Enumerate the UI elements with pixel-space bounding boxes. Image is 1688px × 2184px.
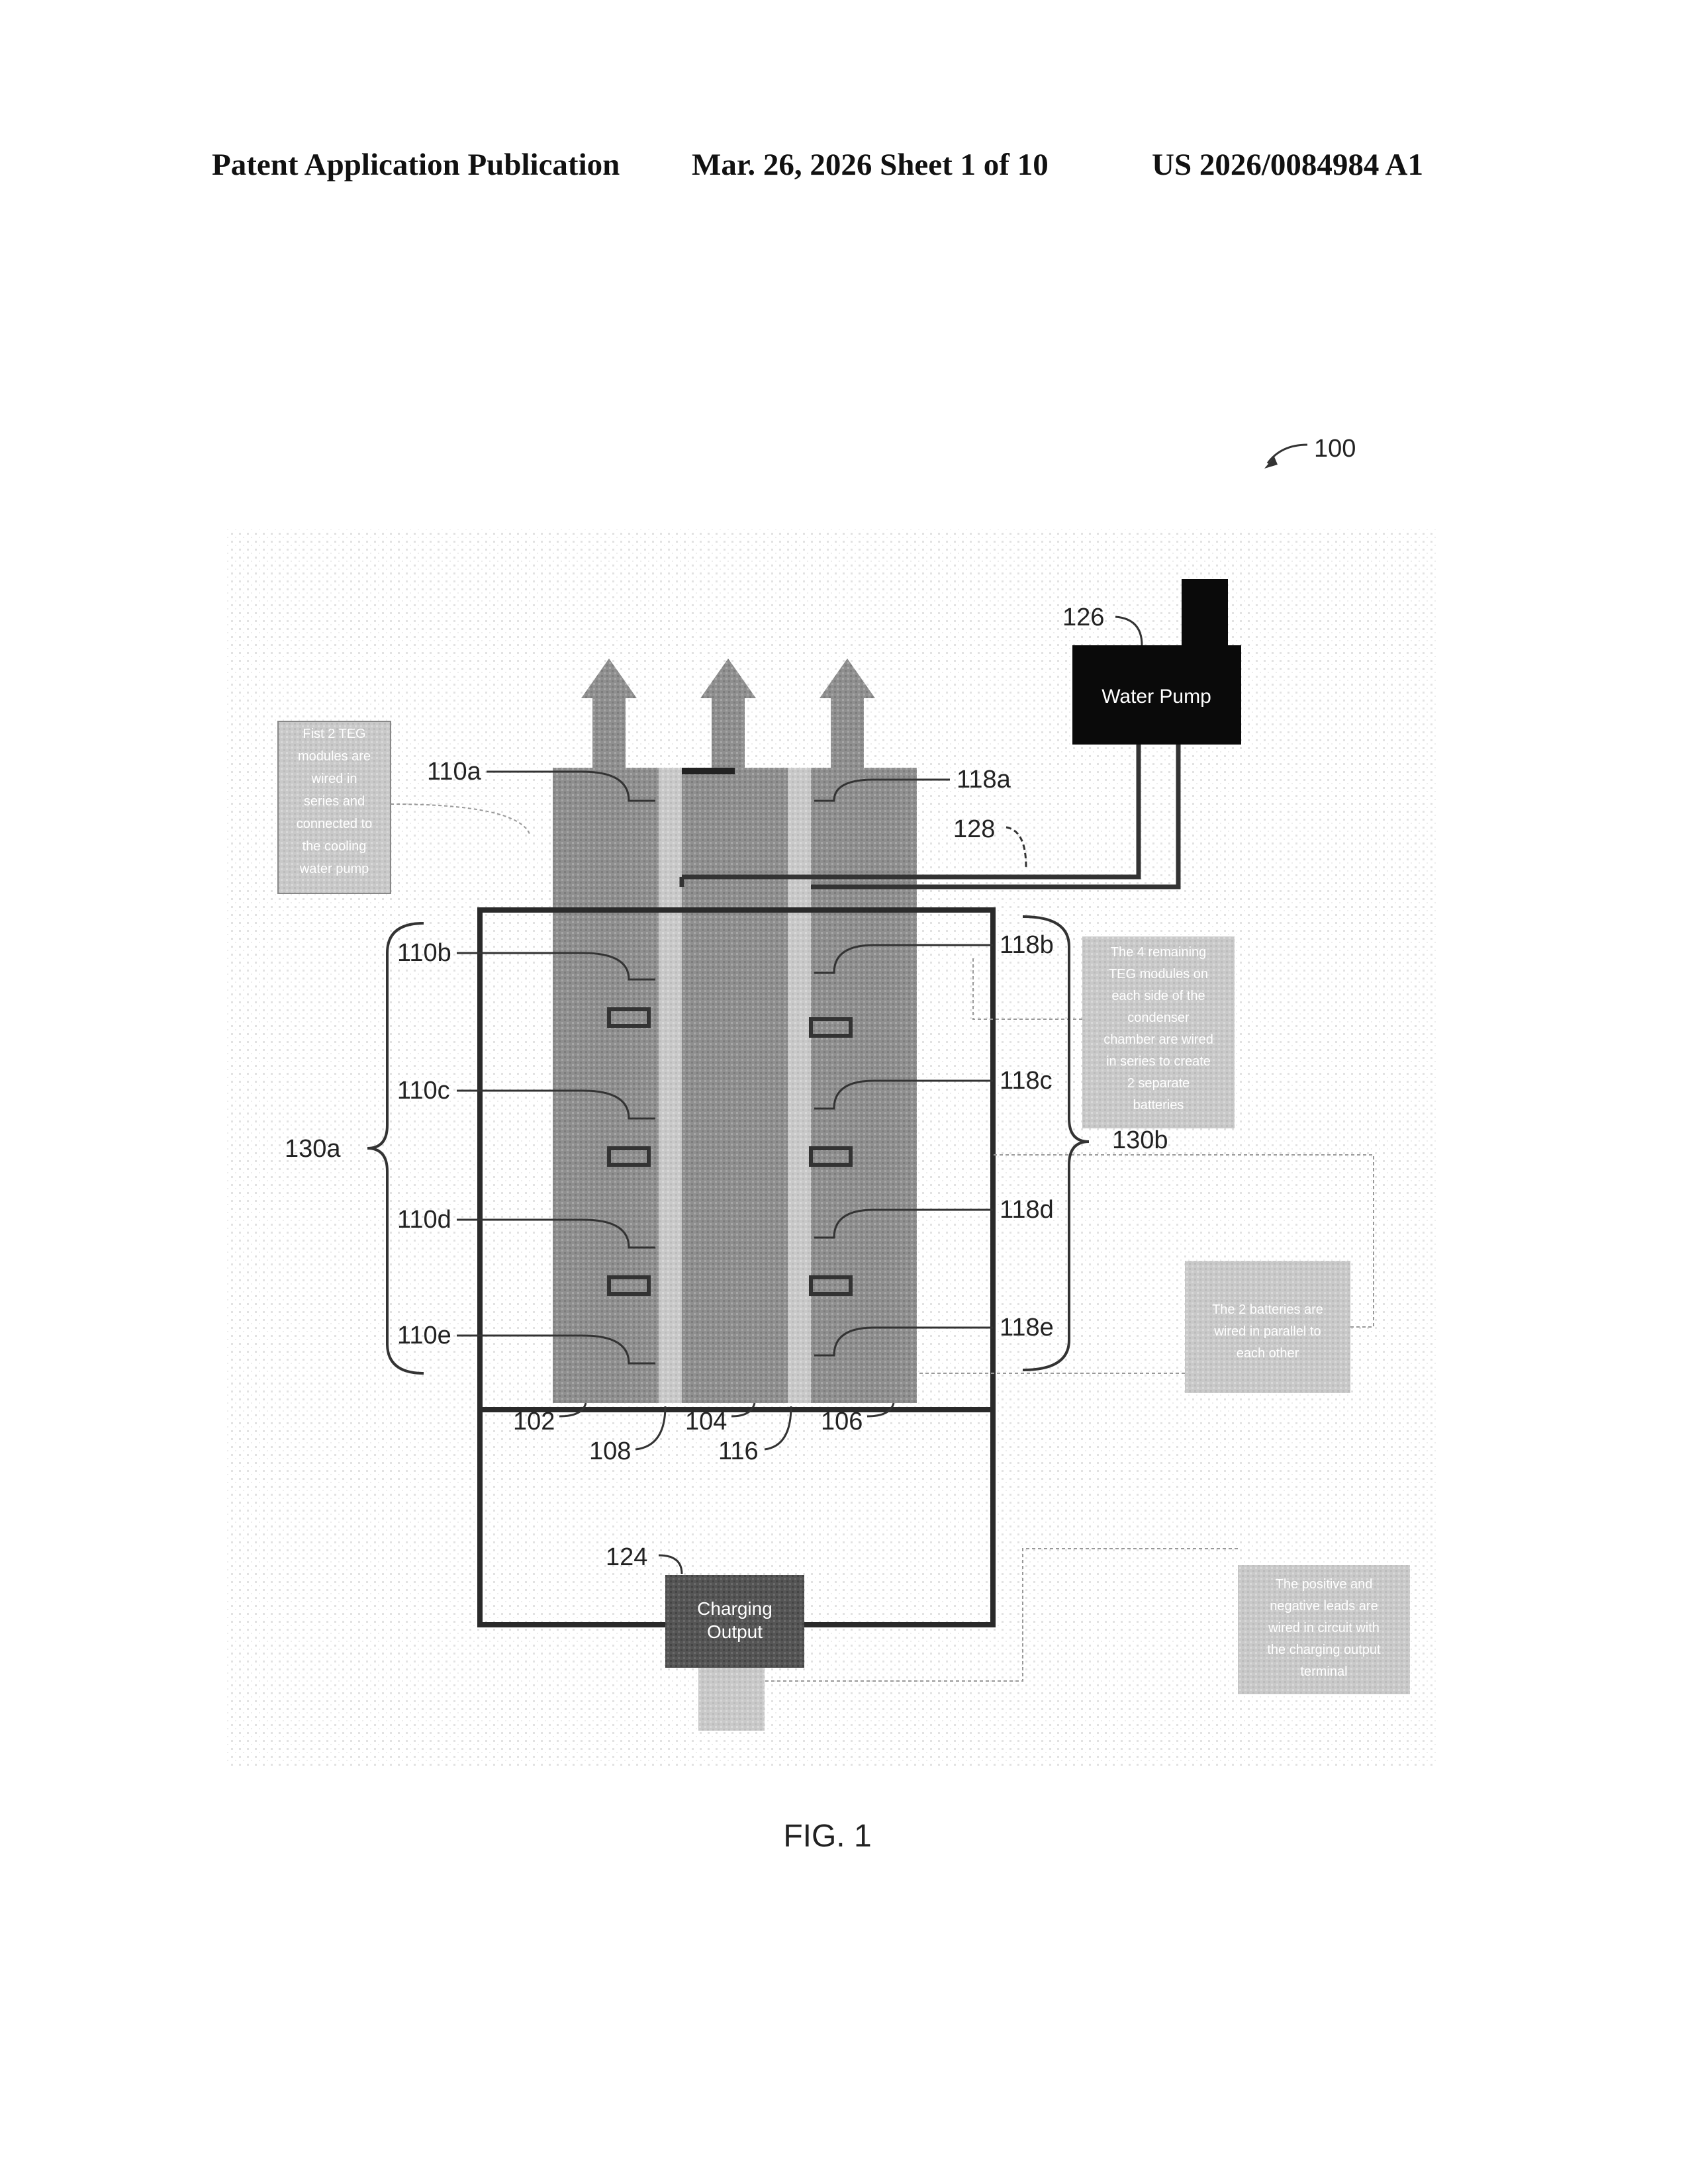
svg-text:in series to create: in series to create bbox=[1106, 1054, 1211, 1069]
svg-text:modules are: modules are bbox=[298, 749, 371, 764]
svg-text:Fist 2 TEG: Fist 2 TEG bbox=[303, 727, 365, 741]
svg-text:130b: 130b bbox=[1112, 1126, 1168, 1154]
svg-text:102: 102 bbox=[513, 1408, 555, 1435]
chamber-106 bbox=[811, 768, 917, 1403]
svg-text:chamber are wired: chamber are wired bbox=[1103, 1032, 1213, 1047]
svg-text:Water Pump: Water Pump bbox=[1102, 686, 1211, 707]
svg-text:each other: each other bbox=[1237, 1346, 1299, 1361]
svg-text:128: 128 bbox=[953, 815, 995, 843]
svg-text:Output: Output bbox=[707, 1621, 763, 1642]
chamber-104-top bbox=[682, 768, 735, 774]
ref-100: 100 bbox=[1264, 435, 1356, 469]
svg-text:The 4 remaining: The 4 remaining bbox=[1111, 945, 1207, 960]
svg-text:The positive and: The positive and bbox=[1276, 1577, 1373, 1592]
svg-text:124: 124 bbox=[606, 1543, 647, 1571]
figure-caption: FIG. 1 bbox=[783, 1819, 871, 1854]
svg-text:the cooling: the cooling bbox=[303, 839, 367, 854]
svg-text:118a: 118a bbox=[957, 766, 1011, 794]
svg-text:2 separate: 2 separate bbox=[1127, 1076, 1190, 1091]
svg-text:condenser: condenser bbox=[1127, 1011, 1190, 1025]
svg-text:wired in: wired in bbox=[311, 772, 357, 786]
svg-text:each side of the: each side of the bbox=[1111, 989, 1205, 1003]
svg-text:The 2 batteries are: The 2 batteries are bbox=[1212, 1302, 1323, 1317]
svg-text:Charging: Charging bbox=[697, 1598, 773, 1619]
svg-text:TEG modules on: TEG modules on bbox=[1109, 967, 1208, 981]
svg-text:the charging output: the charging output bbox=[1267, 1643, 1381, 1657]
svg-text:118c: 118c bbox=[1000, 1067, 1053, 1095]
teg-strip-116 bbox=[788, 768, 811, 1403]
svg-text:118e: 118e bbox=[1000, 1314, 1054, 1342]
svg-text:118d: 118d bbox=[1000, 1196, 1054, 1224]
svg-text:126: 126 bbox=[1062, 604, 1104, 631]
svg-text:batteries: batteries bbox=[1133, 1098, 1184, 1113]
svg-text:wired in parallel to: wired in parallel to bbox=[1213, 1324, 1321, 1339]
svg-text:water pump: water pump bbox=[299, 862, 369, 876]
svg-text:110e: 110e bbox=[397, 1322, 451, 1349]
svg-text:110a: 110a bbox=[427, 758, 482, 786]
svg-text:wired in circuit with: wired in circuit with bbox=[1268, 1621, 1380, 1635]
svg-text:108: 108 bbox=[589, 1437, 631, 1465]
svg-text:series and: series and bbox=[304, 794, 365, 809]
svg-text:130a: 130a bbox=[285, 1135, 341, 1163]
svg-text:terminal: terminal bbox=[1300, 1664, 1347, 1679]
svg-text:110b: 110b bbox=[397, 939, 451, 967]
svg-text:100: 100 bbox=[1314, 435, 1356, 463]
chamber-102 bbox=[553, 768, 659, 1403]
teg-strip-108 bbox=[659, 768, 682, 1403]
svg-text:connected to: connected to bbox=[297, 817, 373, 831]
svg-text:110d: 110d bbox=[397, 1206, 451, 1234]
svg-text:116: 116 bbox=[718, 1437, 759, 1465]
svg-text:110c: 110c bbox=[397, 1077, 450, 1105]
svg-text:106: 106 bbox=[821, 1408, 863, 1435]
chamber-104 bbox=[682, 768, 788, 1403]
svg-text:104: 104 bbox=[685, 1408, 727, 1435]
svg-text:negative leads are: negative leads are bbox=[1270, 1599, 1378, 1614]
svg-text:118b: 118b bbox=[1000, 931, 1054, 959]
